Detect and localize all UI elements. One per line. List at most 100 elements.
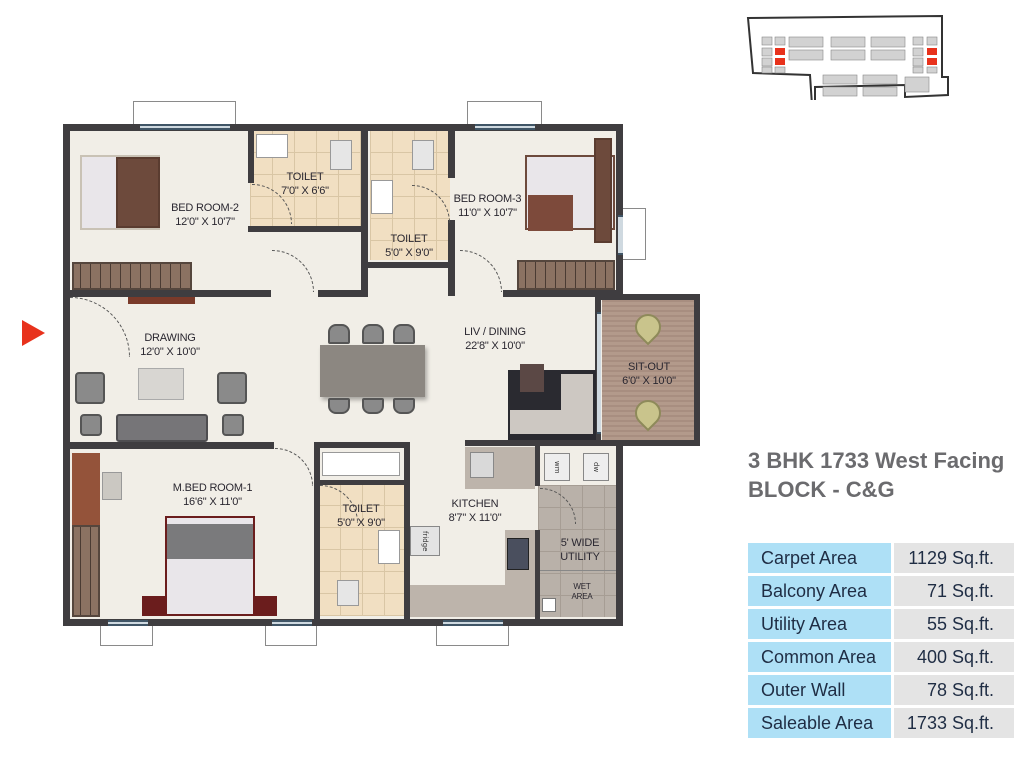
- armchair: [217, 372, 247, 404]
- dining-table: [320, 345, 425, 397]
- dishwasher: dw: [583, 453, 609, 481]
- wardrobe: [517, 260, 615, 290]
- kitchen-sink: [470, 452, 494, 478]
- hob: [507, 538, 529, 570]
- area-label: Utility Area: [748, 609, 894, 639]
- dining-chair: [362, 398, 384, 414]
- wall: [595, 294, 700, 300]
- window-bay: [622, 208, 646, 260]
- room-name: M.BED ROOM-1: [172, 482, 253, 494]
- room-size: 12'0" X 10'7": [175, 215, 235, 228]
- wall: [694, 294, 700, 446]
- room-name: KITCHEN: [451, 498, 499, 510]
- l-sofa-seat: [510, 410, 562, 434]
- room-label-sitout: SIT-OUT 6'0" X 10'0": [603, 361, 695, 389]
- dining-chair: [362, 324, 384, 344]
- wall: [448, 220, 455, 296]
- wall: [535, 446, 540, 486]
- sitout-sliding-door: [597, 312, 601, 434]
- area-value: 55 Sq.ft.: [894, 609, 1014, 639]
- room-size: 5'0" X 9'0": [337, 516, 385, 529]
- plan-title: 3 BHK 1733 West Facing BLOCK - C&G: [748, 446, 1004, 504]
- room-name: UTILITY: [560, 550, 600, 563]
- side-table: [222, 414, 244, 436]
- wc: [337, 580, 359, 606]
- tv-unit: [128, 297, 195, 304]
- wall: [66, 290, 271, 297]
- room-size: 22'8" X 10'0": [465, 339, 525, 352]
- dresser: [72, 453, 100, 525]
- wall: [535, 530, 540, 620]
- wall: [595, 440, 700, 446]
- l-sofa-seat: [561, 374, 593, 434]
- bed: [167, 560, 253, 614]
- study-chair: [102, 472, 122, 500]
- wall: [314, 442, 410, 448]
- room-label-kitchen: KITCHEN 8'7" X 11'0": [430, 498, 520, 526]
- wall: [503, 290, 620, 297]
- room-label-wet-area: WET AREA: [560, 582, 604, 602]
- bed-headboard: [594, 138, 612, 243]
- sofa: [116, 414, 208, 442]
- room-label-bedroom3: BED ROOM-3 11'0" X 10'7": [440, 193, 535, 221]
- area-label: Common Area: [748, 642, 894, 672]
- dining-chair: [393, 324, 415, 344]
- washing-machine: wm: [544, 453, 570, 481]
- window: [443, 620, 503, 626]
- window-bay: [100, 622, 153, 646]
- room-size: 11'0" X 10'7": [458, 206, 517, 219]
- bed-cover: [116, 157, 160, 228]
- dining-chair: [328, 398, 350, 414]
- wall: [314, 442, 320, 620]
- room-label-drawing: DRAWING 12'0" X 10'0": [120, 332, 220, 360]
- wall: [248, 128, 254, 183]
- wall: [63, 124, 623, 131]
- room-name: DRAWING: [144, 332, 196, 344]
- side-table: [80, 414, 102, 436]
- window: [108, 620, 148, 626]
- area-value: 71 Sq.ft.: [894, 576, 1014, 606]
- room-label-toilet2: TOILET 5'0" X 9'0": [370, 233, 448, 261]
- window-bay: [133, 101, 236, 126]
- washbasin: [256, 134, 288, 158]
- armchair: [75, 372, 105, 404]
- utility-floor: [538, 485, 616, 617]
- wall: [318, 480, 408, 485]
- area-value: 400 Sq.ft.: [894, 642, 1014, 672]
- room-name: TOILET: [342, 503, 380, 515]
- wall: [448, 128, 455, 178]
- area-label: Carpet Area: [748, 543, 894, 573]
- room-label-bedroom2: BED ROOM-2 12'0" X 10'7": [150, 202, 260, 230]
- wall: [465, 440, 620, 446]
- window: [618, 215, 623, 255]
- area-value: 78 Sq.ft.: [894, 675, 1014, 705]
- washbasin: [322, 452, 400, 476]
- floor-drain: [542, 598, 556, 612]
- room-name: 5' WIDE: [560, 537, 600, 549]
- fridge: fridge: [410, 526, 440, 556]
- window: [475, 124, 535, 130]
- room-size: 7'0" X 6'6": [281, 184, 329, 197]
- area-value: 1129 Sq.ft.: [894, 543, 1014, 573]
- coffee-table: [138, 368, 184, 400]
- room-name: BED ROOM-2: [171, 202, 239, 214]
- entry-arrow-icon: [22, 320, 45, 346]
- dining-chair: [328, 324, 350, 344]
- wall: [248, 226, 366, 232]
- area-value: 1733 Sq.ft.: [894, 708, 1014, 738]
- room-size: 12'0" X 10'0": [140, 345, 200, 358]
- room-name: TOILET: [390, 233, 428, 245]
- wardrobe: [72, 262, 192, 290]
- wc: [412, 140, 434, 170]
- room-name: TOILET: [286, 171, 324, 183]
- wall: [616, 440, 623, 626]
- wall: [63, 619, 623, 626]
- key-plan-block-map: [746, 15, 949, 100]
